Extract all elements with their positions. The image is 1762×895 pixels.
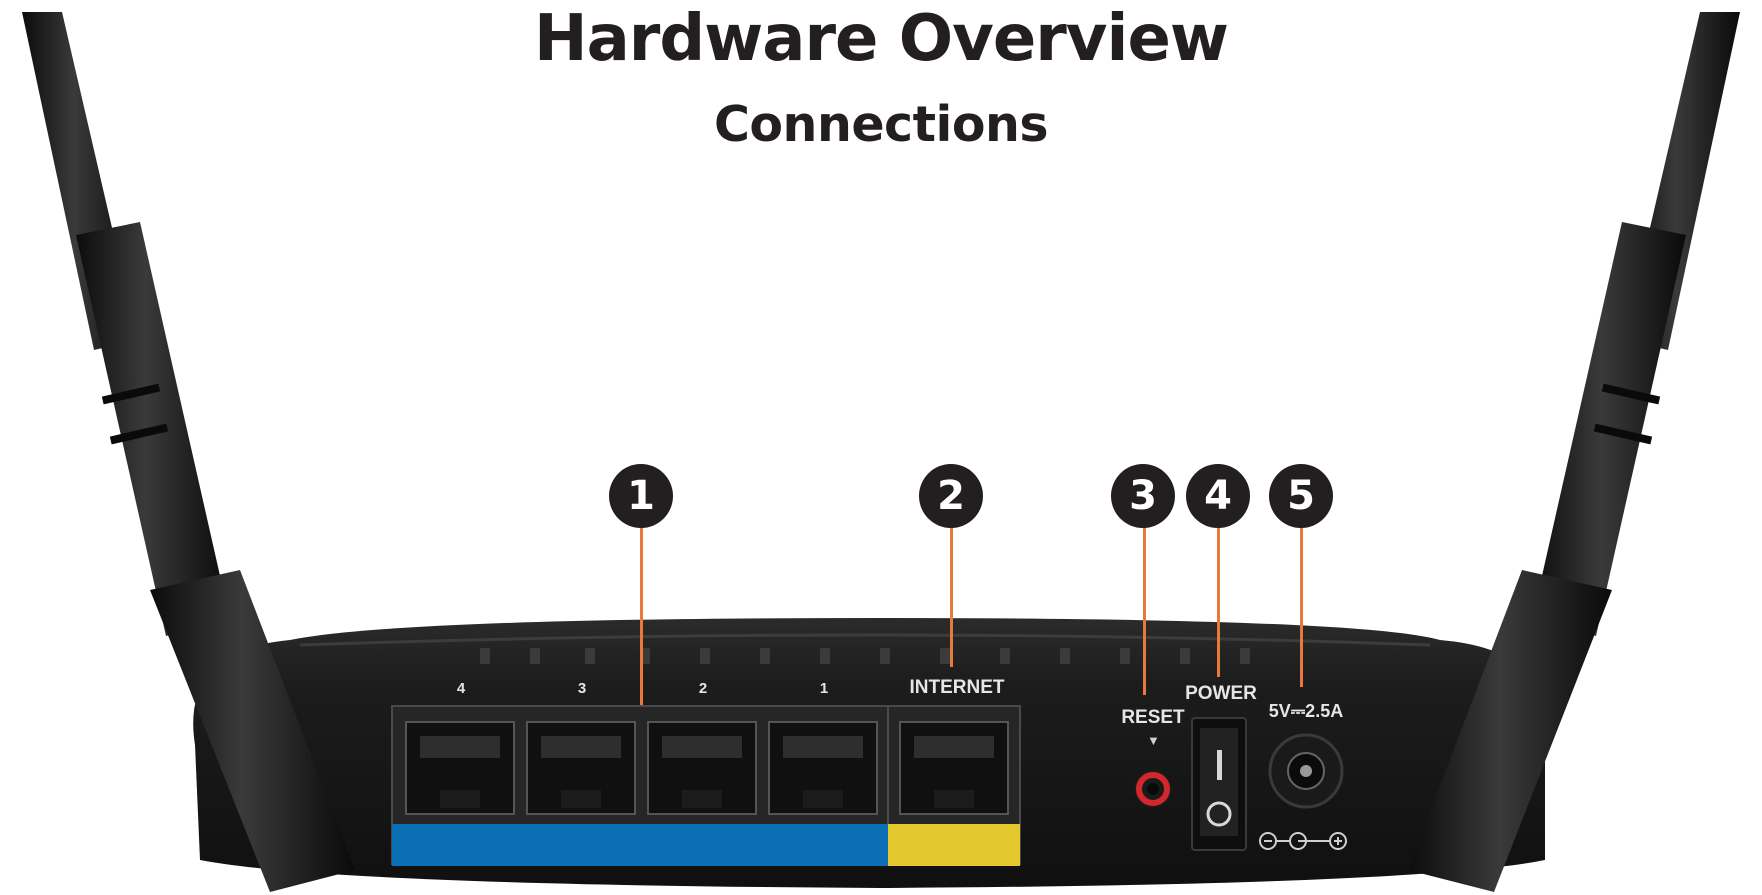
polarity-icon — [1259, 832, 1347, 850]
callout-5: 5 — [1269, 464, 1333, 528]
callout-3: 3 — [1111, 464, 1175, 528]
callout-4: 4 — [1186, 464, 1250, 528]
lan-port-number-1: 1 — [819, 680, 829, 697]
right-antenna — [1408, 12, 1740, 892]
internet-label: INTERNET — [909, 677, 1005, 698]
page-title: Hardware Overview — [534, 2, 1229, 76]
callout-2-leader — [950, 527, 953, 667]
lan-port-number-2: 2 — [698, 680, 708, 697]
power-label: POWER — [1185, 683, 1257, 704]
reset-button[interactable] — [1134, 770, 1172, 808]
lan-port-number-3: 3 — [577, 680, 587, 697]
callout-1: 1 — [609, 464, 673, 528]
callout-3-leader — [1143, 527, 1146, 695]
lan-port-4[interactable] — [405, 721, 515, 815]
lan-color-strip — [392, 824, 888, 866]
callout-1-leader — [640, 527, 643, 705]
left-antenna — [22, 12, 355, 892]
internet-color-strip — [888, 824, 1020, 866]
reset-arrow-icon: ▼ — [1147, 733, 1160, 748]
internet-port[interactable] — [899, 721, 1009, 815]
power-switch[interactable] — [1191, 717, 1247, 851]
ethernet-port-panel — [391, 705, 1021, 866]
callout-2: 2 — [919, 464, 983, 528]
lan-port-1[interactable] — [768, 721, 878, 815]
reset-label: RESET — [1121, 707, 1185, 728]
lan-port-3[interactable] — [526, 721, 636, 815]
power-rating-label: 5V⎓2.5A — [1268, 701, 1344, 721]
lan-port-number-4: 4 — [456, 680, 466, 697]
page-subtitle: Connections — [713, 96, 1049, 153]
power-jack[interactable] — [1268, 733, 1344, 809]
lan-port-2[interactable] — [647, 721, 757, 815]
callout-5-leader — [1300, 527, 1303, 687]
callout-4-leader — [1217, 527, 1220, 677]
